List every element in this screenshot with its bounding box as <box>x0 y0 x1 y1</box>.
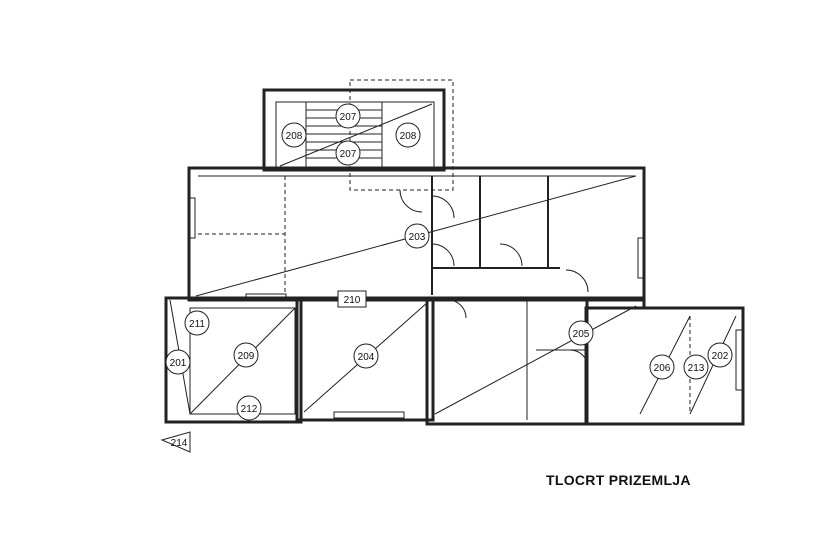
room-label-212: 212 <box>236 395 262 421</box>
room-label-211: 211 <box>184 310 210 336</box>
stair-diagonal <box>279 103 433 167</box>
room-label-214: 214 <box>160 431 191 453</box>
window-202 <box>735 329 743 391</box>
window-204 <box>333 411 405 419</box>
window-203-right <box>637 237 645 279</box>
room-label-213: 213 <box>683 354 709 380</box>
stair-dashed-outline <box>349 79 454 191</box>
svg-text:208: 208 <box>400 131 417 142</box>
svg-text:210: 210 <box>344 295 361 306</box>
svg-text:207: 207 <box>340 149 357 160</box>
window-203-left <box>188 197 196 239</box>
svg-text:203: 203 <box>409 232 426 243</box>
svg-text:213: 213 <box>688 363 705 374</box>
svg-text:204: 204 <box>358 352 375 363</box>
room-label-207b: 207 <box>335 140 361 166</box>
door-arc-205 <box>447 299 467 319</box>
svg-text:212: 212 <box>241 404 258 415</box>
room-label-204: 204 <box>353 343 379 369</box>
svg-text:214: 214 <box>171 438 188 449</box>
room-label-210: 210 <box>337 290 367 308</box>
room-label-203: 203 <box>404 223 430 249</box>
door-arcs-203 <box>399 189 589 293</box>
room-205-diagonal <box>434 305 637 415</box>
room-label-207a: 207 <box>335 103 361 129</box>
svg-text:202: 202 <box>712 351 729 362</box>
svg-text:207: 207 <box>340 112 357 123</box>
window-210 <box>245 293 287 301</box>
room-label-209: 209 <box>233 342 259 368</box>
stair-outer-wall <box>262 88 446 172</box>
svg-text:211: 211 <box>189 319 205 330</box>
svg-text:205: 205 <box>573 329 590 340</box>
room-label-201: 201 <box>165 349 191 375</box>
room-label-208b: 208 <box>395 122 421 148</box>
svg-text:206: 206 <box>654 363 671 374</box>
room-label-205: 205 <box>568 320 594 346</box>
door-arc-205b <box>569 349 589 369</box>
plan-caption: TLOCRT PRIZEMLJA <box>546 472 691 488</box>
room-label-202: 202 <box>707 342 733 368</box>
wall-room-206 <box>584 306 745 426</box>
room-label-206: 206 <box>649 354 675 380</box>
svg-text:201: 201 <box>170 358 187 369</box>
room-label-208a: 208 <box>281 122 307 148</box>
svg-text:208: 208 <box>286 131 303 142</box>
svg-text:209: 209 <box>238 351 255 362</box>
